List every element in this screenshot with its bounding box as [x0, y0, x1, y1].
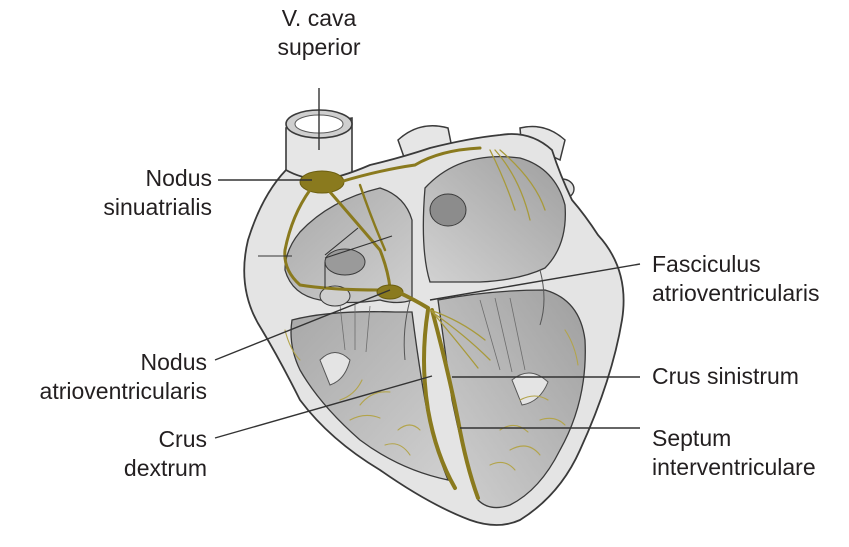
crus-sinistrum-line-1: Crus sinistrum [652, 362, 842, 391]
septum-line-1: Septum [652, 424, 848, 453]
sa-node [300, 171, 344, 193]
crus-dextrum-line-1: Crus [40, 425, 207, 454]
fasciculus-line-1: Fasciculus [652, 250, 848, 279]
sa-node-line-1: Nodus [60, 164, 212, 193]
sa-node-line-2: sinuatrialis [60, 193, 212, 222]
label-fasciculus: Fasciculus atrioventricularis [652, 250, 848, 308]
av-node-line-2: atrioventricularis [0, 377, 207, 406]
label-vena-cava: V. cava superior [262, 4, 376, 62]
label-av-node: Nodus atrioventricularis [0, 348, 207, 406]
crus-dextrum-line-2: dextrum [40, 454, 207, 483]
label-crus-sinistrum: Crus sinistrum [652, 362, 842, 391]
label-sa-node: Nodus sinuatrialis [60, 164, 212, 222]
label-crus-dextrum: Crus dextrum [40, 425, 207, 483]
fasciculus-line-2: atrioventricularis [652, 279, 848, 308]
septum-line-2: interventriculare [652, 453, 848, 482]
label-septum: Septum interventriculare [652, 424, 848, 482]
av-node-line-1: Nodus [0, 348, 207, 377]
vena-cava-line-1: V. cava [262, 4, 376, 33]
vena-cava-line-2: superior [262, 33, 376, 62]
